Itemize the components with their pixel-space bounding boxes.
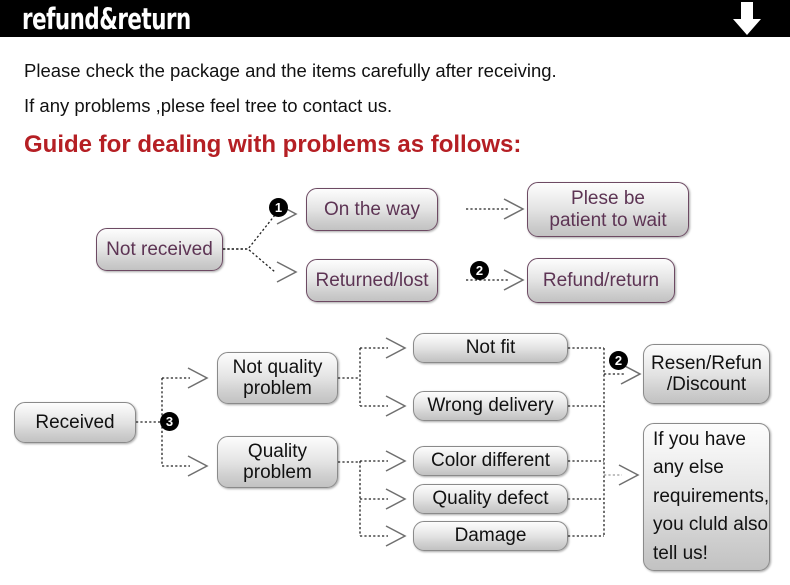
outcome-line-2: patient to wait <box>549 209 667 231</box>
intro-line-2: If any problems ,plese feel tree to cont… <box>24 95 393 116</box>
note-line-3: requirements, <box>653 485 770 507</box>
flow-box-not-quality-problem[interactable]: Not quality problem <box>217 352 338 404</box>
flow-box-wrong-delivery[interactable]: Wrong delivery <box>413 391 568 421</box>
flow-box-not-fit[interactable]: Not fit <box>413 333 568 363</box>
badge-2-upper: 2 <box>470 261 489 280</box>
flow-box-received[interactable]: Received <box>14 402 136 443</box>
note-line-2: any else <box>653 457 724 479</box>
category-line-2: problem <box>243 378 312 399</box>
flow-box-not-received[interactable]: Not received <box>96 228 223 271</box>
intro-line-1: Please check the package and the items c… <box>24 60 557 81</box>
flow-box-on-the-way[interactable]: On the way <box>306 188 438 231</box>
badge-3: 3 <box>160 412 179 431</box>
flow-box-contact-note[interactable]: If you have any else requirements, you c… <box>643 423 770 571</box>
badge-2-lower: 2 <box>609 351 628 370</box>
outcome-line-1: Plese be <box>571 188 645 210</box>
flow-box-quality-defect[interactable]: Quality defect <box>413 484 568 514</box>
flow-box-refund-return[interactable]: Refund/return <box>527 258 675 303</box>
outcome-line-1: Resen/Refun <box>651 352 762 374</box>
note-line-4: you cluld also <box>653 514 769 536</box>
flow-box-please-be-patient[interactable]: Plese be patient to wait <box>527 182 689 237</box>
down-arrow-icon <box>733 2 761 35</box>
flow-box-damage[interactable]: Damage <box>413 521 568 551</box>
category-line-2: problem <box>243 462 312 483</box>
category-line-1: Not quality <box>232 356 323 378</box>
category-line-1: Quality <box>247 440 308 462</box>
note-line-5: tell us! <box>653 542 708 564</box>
page-title: refund&return <box>22 2 191 36</box>
guide-heading: Guide for dealing with problems as follo… <box>24 131 522 158</box>
note-line-1: If you have <box>653 428 746 450</box>
flow-box-quality-problem[interactable]: Quality problem <box>217 436 338 488</box>
badge-1: 1 <box>269 198 288 217</box>
flow-box-resend-refund-discount[interactable]: Resen/Refun /Discount <box>643 344 770 404</box>
flow-box-returned-lost[interactable]: Returned/lost <box>306 259 438 302</box>
outcome-line-2: /Discount <box>666 374 747 395</box>
header-bar: refund&return <box>0 0 790 37</box>
flow-box-color-different[interactable]: Color different <box>413 446 568 476</box>
